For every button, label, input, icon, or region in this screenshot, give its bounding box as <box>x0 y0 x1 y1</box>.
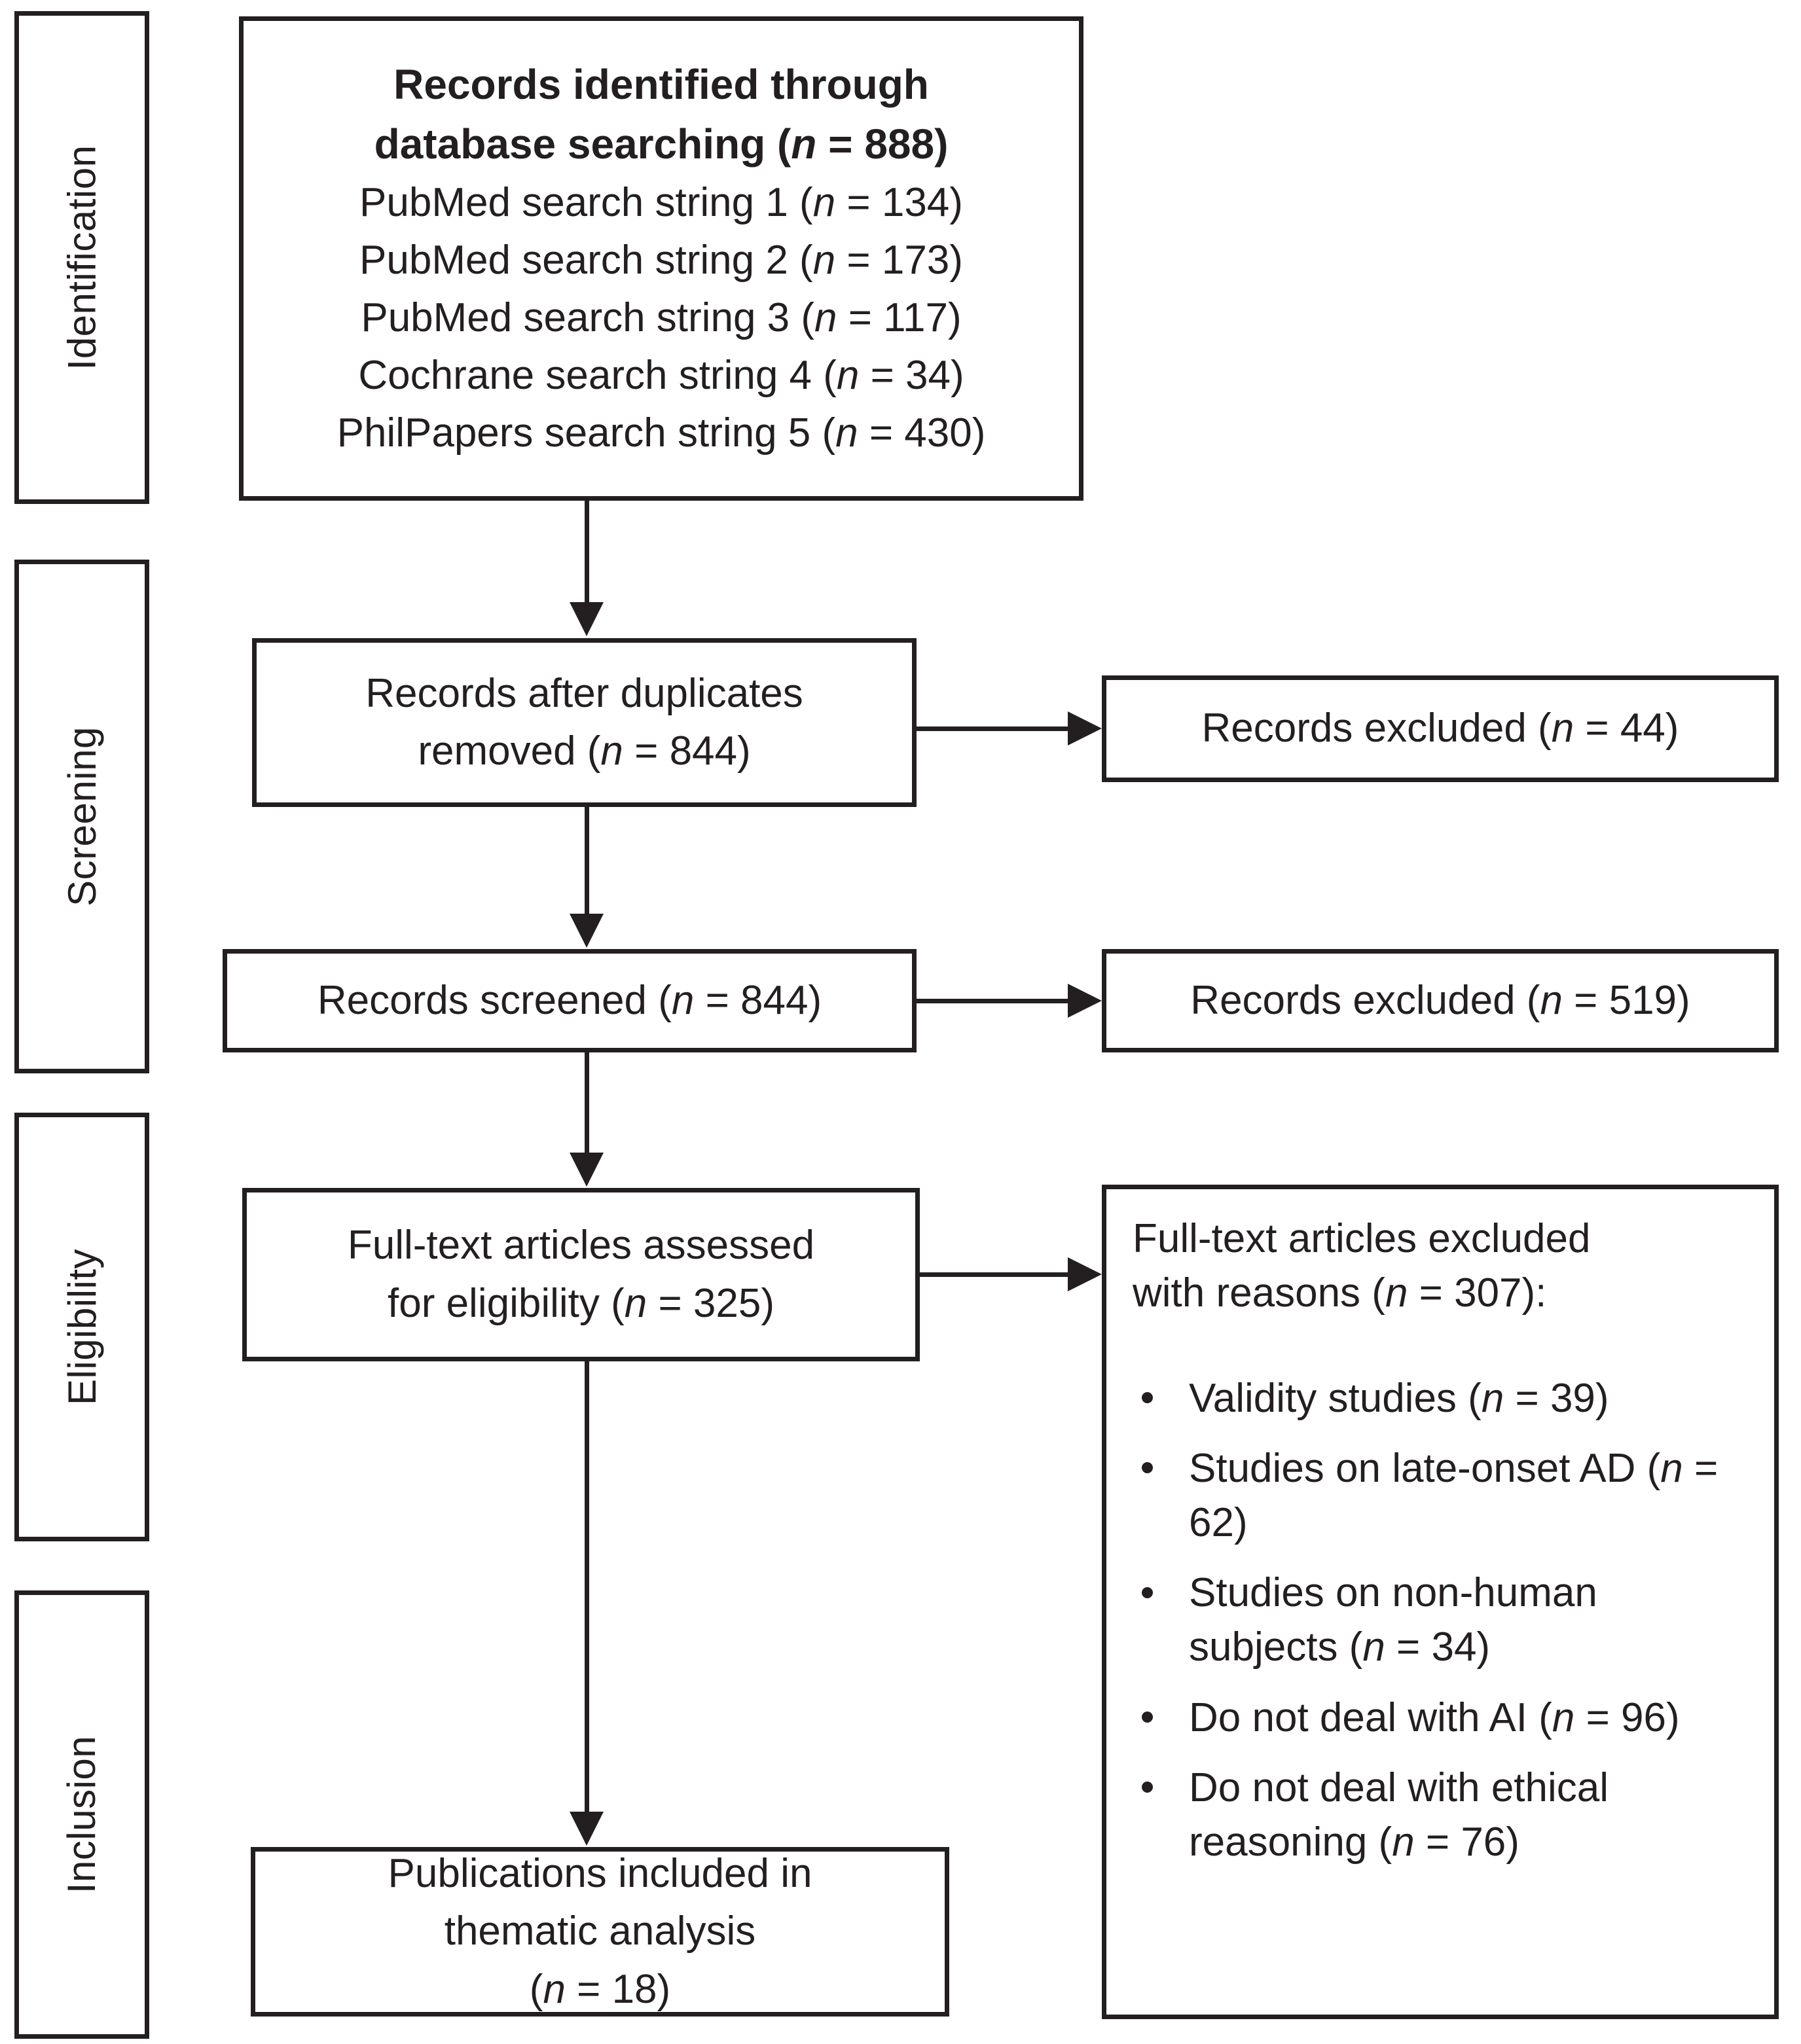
arrow-screened-to-fulltext <box>570 1153 604 1187</box>
connector-fulltext-to-included <box>585 1361 589 1813</box>
connector-duplicates-to-excluded44 <box>917 726 1074 731</box>
excluded-519-line: Records excluded (n = 519) <box>1190 977 1690 1023</box>
box-records-excluded-519: Records excluded (n = 519) <box>1102 949 1779 1052</box>
bullet-icon <box>1142 1462 1153 1474</box>
connector-screened-to-fulltext <box>585 1052 589 1154</box>
bullet-icon <box>1142 1711 1153 1723</box>
connector-duplicates-to-screened <box>585 807 589 915</box>
duplicates-line2: removed (n = 844) <box>418 728 751 774</box>
bullet-icon <box>1142 1781 1153 1793</box>
arrow-screened-to-excluded519 <box>1068 984 1102 1018</box>
box-records-screened: Records screened (n = 844) <box>223 949 917 1052</box>
list-item: Do not deal with ethical reasoning (n = … <box>1133 1761 1757 1869</box>
source-line-3: PubMed search string 3 (n = 117) <box>361 295 962 340</box>
records-identified-title-line1: Records identified through <box>393 61 929 109</box>
arrow-fulltext-to-included <box>570 1812 604 1846</box>
phase-box-screening: Screening <box>14 560 149 1073</box>
fulltext-excluded-heading: Full-text articles excluded with reasons… <box>1133 1216 1591 1316</box>
connector-fulltext-to-excluded-reasons <box>920 1272 1074 1277</box>
phase-label-inclusion: Inclusion <box>60 1735 104 1894</box>
exclusion-reasons-list: Validity studies (n = 39) Studies on lat… <box>1133 1371 1757 1885</box>
fulltext-assessed-line1: Full-text articles assessed <box>347 1223 815 1268</box>
excluded-44-line: Records excluded (n = 44) <box>1201 706 1679 751</box>
box-records-after-duplicates: Records after duplicates removed (n = 84… <box>252 638 917 807</box>
source-line-4: Cochrane search string 4 (n = 34) <box>358 352 964 398</box>
box-publications-included: Publications included in thematic analys… <box>251 1847 949 2017</box>
phase-label-eligibility: Eligibility <box>60 1249 104 1405</box>
included-line3: (n = 18) <box>529 1966 671 2012</box>
list-item: Studies on late-onset AD (n = 62) <box>1133 1441 1757 1550</box>
connector-identified-to-duplicates <box>585 501 589 605</box>
arrow-duplicates-to-excluded44 <box>1068 711 1102 745</box>
phase-box-inclusion: Inclusion <box>14 1590 149 2039</box>
bullet-icon <box>1142 1392 1153 1404</box>
phase-label-identification: Identification <box>60 145 104 370</box>
source-line-2: PubMed search string 2 (n = 173) <box>359 237 963 283</box>
box-records-identified: Records identified through database sear… <box>239 16 1083 501</box>
source-line-5: PhilPapers search string 5 (n = 430) <box>337 410 986 456</box>
arrow-duplicates-to-screened <box>570 914 604 948</box>
arrow-identified-to-duplicates <box>570 602 604 636</box>
duplicates-line1: Records after duplicates <box>365 670 803 716</box>
phase-box-identification: Identification <box>14 11 149 504</box>
box-records-excluded-44: Records excluded (n = 44) <box>1102 675 1779 782</box>
screened-line: Records screened (n = 844) <box>317 977 822 1023</box>
included-line2: thematic analysis <box>444 1909 756 1954</box>
list-item: Validity studies (n = 39) <box>1133 1371 1757 1425</box>
list-item: Studies on non-human subjects (n = 34) <box>1133 1566 1757 1674</box>
bullet-icon <box>1142 1587 1153 1598</box>
phase-box-eligibility: Eligibility <box>14 1113 149 1541</box>
arrow-fulltext-to-excluded-reasons <box>1068 1257 1102 1291</box>
records-identified-title-line2: database searching (n = 888) <box>374 120 949 168</box>
connector-screened-to-excluded519 <box>917 999 1074 1003</box>
included-line1: Publications included in <box>388 1851 812 1897</box>
list-item: Do not deal with AI (n = 96) <box>1133 1691 1757 1745</box>
phase-label-screening: Screening <box>60 726 104 906</box>
source-line-1: PubMed search string 1 (n = 134) <box>359 179 963 225</box>
box-fulltext-excluded-with-reasons: Full-text articles excluded with reasons… <box>1102 1185 1779 2019</box>
box-fulltext-assessed: Full-text articles assessed for eligibil… <box>242 1188 920 1361</box>
fulltext-assessed-line2: for eligibility (n = 325) <box>387 1280 774 1326</box>
